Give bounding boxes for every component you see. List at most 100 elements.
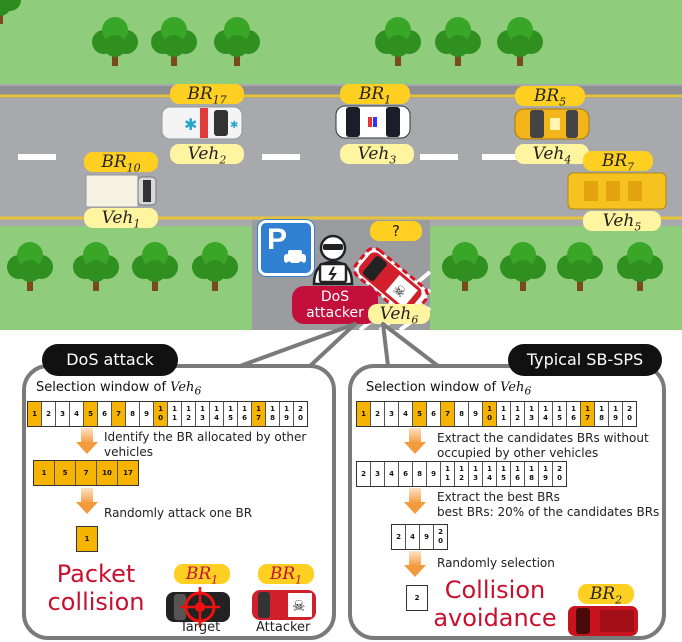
tree-icon	[500, 242, 546, 291]
resource-cell: 5	[413, 402, 427, 426]
resource-cell: 1	[357, 402, 371, 426]
br-label-veh1: BR10	[84, 152, 158, 174]
resource-cell: 6	[427, 402, 441, 426]
svg-text:☠: ☠	[292, 597, 305, 615]
resource-cell: 2	[42, 402, 56, 426]
school-bus-icon	[567, 172, 667, 210]
resource-cell: 2	[392, 525, 406, 549]
tree-icon	[617, 242, 663, 291]
resource-cell: 9	[140, 402, 154, 426]
resource-cell: 9	[420, 525, 434, 549]
down-arrow-icon	[404, 428, 426, 454]
vehicles: ✱ ✱	[85, 105, 667, 318]
dos-label: DoS	[320, 289, 350, 305]
down-arrow-icon	[76, 428, 98, 454]
veh-label-veh5: Veh5	[583, 211, 661, 233]
left-window-title: Selection window of Veh6	[36, 380, 202, 398]
red-pickup-icon	[568, 606, 638, 636]
tree-icon	[375, 17, 421, 66]
truck-icon	[85, 174, 157, 208]
down-arrow-icon	[76, 488, 98, 514]
parking-sign-icon: P	[258, 220, 314, 276]
tree-row	[7, 17, 663, 291]
ambulance-icon: ✱ ✱	[161, 106, 243, 140]
attacker-car-small-icon: ☠	[252, 590, 316, 620]
attacker-caption: Attacker	[256, 620, 311, 635]
resource-cell: 2	[357, 462, 371, 486]
tree-icon	[0, 0, 21, 24]
veh-label-veh4: Veh4	[515, 144, 589, 166]
svg-text:✱: ✱	[230, 120, 238, 131]
resource-cell: 5	[55, 461, 76, 485]
attacker-car-icon: ☠	[353, 246, 429, 318]
resource-cell: 4	[399, 402, 413, 426]
tree-icon	[192, 242, 238, 291]
veh-label-veh2: Veh2	[170, 144, 244, 166]
resource-cell: 4	[70, 402, 84, 426]
resource-cell: 3	[56, 402, 70, 426]
resource-cell: 9	[427, 462, 441, 486]
resource-cell: 8	[126, 402, 140, 426]
tree-icon	[435, 17, 481, 66]
resource-cell: 6	[399, 462, 413, 486]
tree-icon	[7, 242, 53, 291]
tree-icon	[151, 17, 197, 66]
resource-cell: 3	[371, 462, 385, 486]
car-icon	[284, 250, 306, 267]
resource-cell: 1	[28, 402, 42, 426]
left-step2-text: Randomly attack one BR	[104, 506, 253, 520]
target-br-label: BR1	[174, 564, 230, 586]
resource-cell: 3	[385, 402, 399, 426]
tree-icon	[92, 17, 138, 66]
dos-attack-tab: DoS attack	[42, 344, 178, 376]
br-label-veh4: BR5	[515, 86, 585, 108]
dos-attacker-badge: DoS attacker	[292, 286, 378, 324]
resource-cell: 4	[385, 462, 399, 486]
resource-cell: 7	[441, 402, 455, 426]
svg-text:✱: ✱	[184, 115, 197, 134]
resource-cell: 2	[371, 402, 385, 426]
right-step1-text: Extract the candidates BRs without occup…	[437, 431, 649, 460]
attacker-label: attacker	[306, 305, 364, 321]
resource-cell: 8	[413, 462, 427, 486]
resource-cell: 10	[97, 461, 118, 485]
resource-cell: 8	[455, 402, 469, 426]
road-scene: ✱ ✱	[0, 0, 682, 330]
br-label-veh5: BR7	[583, 151, 653, 173]
attacked-br-cell: 1	[76, 526, 98, 552]
target-car-icon	[166, 587, 230, 627]
resource-cell: 9	[469, 402, 483, 426]
resource-cell: 1	[34, 461, 55, 485]
veh-label-veh3: Veh3	[340, 144, 414, 166]
taxi-icon	[514, 108, 590, 140]
